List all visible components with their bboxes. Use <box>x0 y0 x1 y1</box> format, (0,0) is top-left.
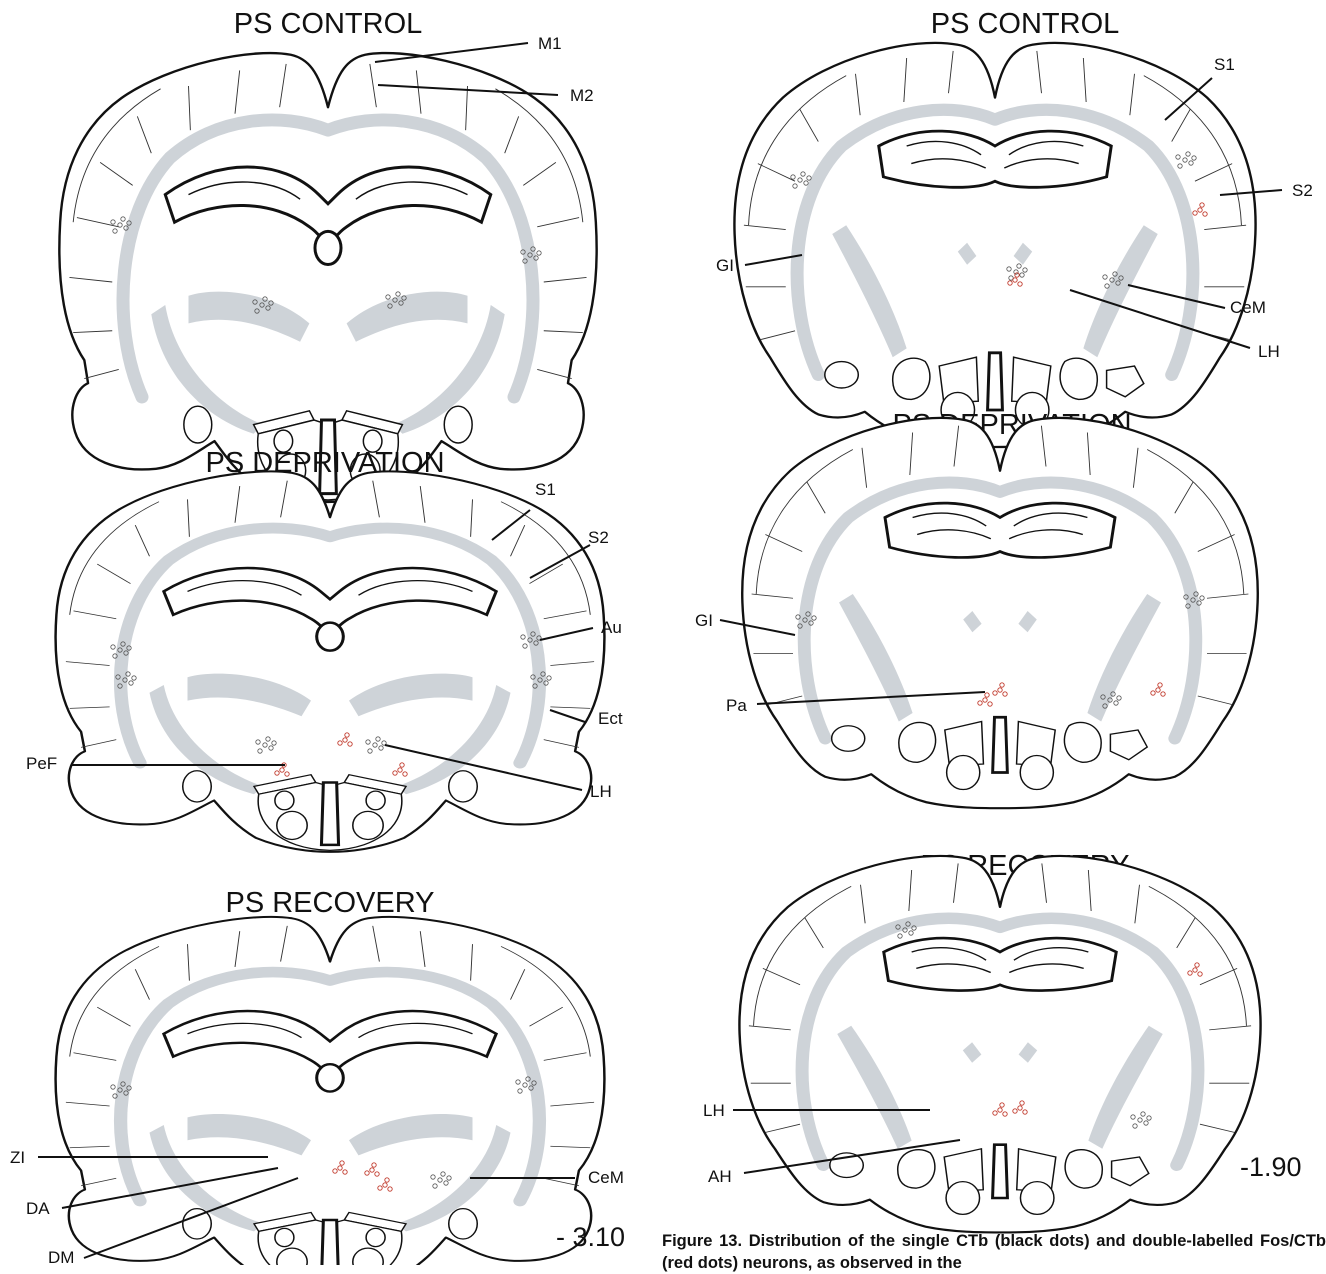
coordinate-label: -1.90 <box>1240 1152 1302 1182</box>
label-s1: S1 <box>1214 55 1235 74</box>
brain-section-outline <box>742 418 1258 808</box>
label-m2: M2 <box>570 86 594 105</box>
panel-left-deprivation: PS DEPRIVATION S1 S2 Au Ect PeF LH <box>26 447 623 852</box>
label-ah: AH <box>708 1167 732 1186</box>
panel-right-control: PS CONTROL S1 S2 GI CeM LH <box>716 8 1313 447</box>
brain-section-outline <box>59 53 596 502</box>
label-au: Au <box>601 618 622 637</box>
panel-title: PS RECOVERY <box>226 887 435 919</box>
label-zi: ZI <box>10 1148 25 1167</box>
panel-title: PS CONTROL <box>931 8 1120 40</box>
panel-left-recovery: PS RECOVERY ZI DA DM CeM - 3.10 <box>10 887 625 1265</box>
brain-section-outline <box>734 43 1255 447</box>
brain-section-outline <box>739 856 1260 1233</box>
label-lh: LH <box>1258 342 1280 361</box>
label-cem: CeM <box>588 1168 624 1187</box>
label-gi: GI <box>695 611 713 630</box>
label-gi: GI <box>716 256 734 275</box>
label-lh: LH <box>590 782 612 801</box>
label-ect: Ect <box>598 709 623 728</box>
label-m1: M1 <box>538 34 562 53</box>
panel-title: PS CONTROL <box>234 8 423 40</box>
panel-right-deprivation: PS DEPRIVATION GI Pa <box>695 409 1258 808</box>
label-cem: CeM <box>1230 298 1266 317</box>
label-da: DA <box>26 1199 50 1218</box>
panel-left-control: PS CONTROL M1 M2 <box>59 8 596 502</box>
label-lh: LH <box>703 1101 725 1120</box>
label-pef: PeF <box>26 754 57 773</box>
label-s2: S2 <box>588 528 609 547</box>
brain-section-outline <box>56 471 605 852</box>
figure-caption: Figure 13. Distribution of the single CT… <box>662 1230 1326 1274</box>
label-dm: DM <box>48 1248 74 1265</box>
panel-right-recovery: PS RECOVERY LH AH -1.90 <box>703 850 1302 1232</box>
label-pa: Pa <box>726 696 747 715</box>
coordinate-label: - 3.10 <box>556 1222 625 1252</box>
label-s2: S2 <box>1292 181 1313 200</box>
label-s1: S1 <box>535 480 556 499</box>
